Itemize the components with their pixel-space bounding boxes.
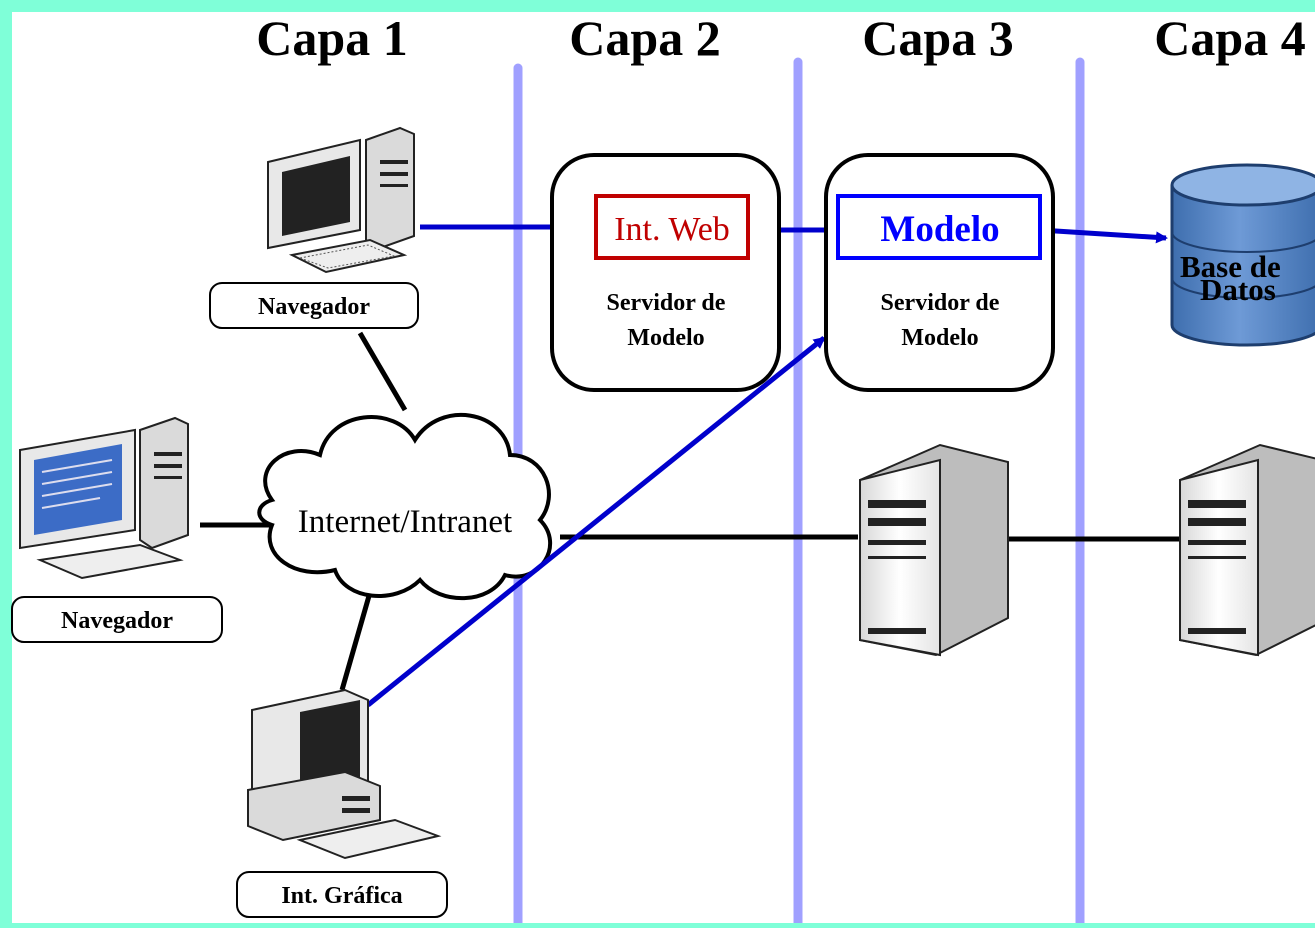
- web-interface-label: Int. Web: [614, 211, 730, 248]
- server-tower-icon: [859, 443, 1009, 657]
- database-label-line1: Base de: [1180, 249, 1281, 284]
- database-label-line2: Datos: [1200, 272, 1276, 307]
- desktop-computer-icon: [247, 688, 442, 860]
- layer-title-4: Capa 4: [1154, 10, 1305, 66]
- layer-title-1: Capa 1: [256, 10, 407, 66]
- web-interface-box: [594, 194, 750, 260]
- web-server-label-line2: Modelo: [627, 325, 704, 351]
- model-box: [836, 194, 1042, 260]
- internet-cloud: Internet/Intranet: [257, 413, 553, 601]
- web-server-label-line1: Servidor de: [607, 290, 726, 316]
- arrow-model-to-database: [1039, 227, 1168, 244]
- layer-title-2: Capa 2: [569, 10, 720, 66]
- gui-label-box: [236, 871, 448, 918]
- link-browser-top-cloud: [357, 331, 408, 412]
- layer-title-3: Capa 3: [862, 10, 1013, 66]
- browser-top-label: Navegador: [258, 294, 370, 320]
- arrow-gui-to-model: [366, 336, 826, 707]
- browser-top-label-box: [209, 282, 419, 329]
- browser-left-label-box: [11, 596, 223, 643]
- model-server-label-line1: Servidor de: [881, 290, 1000, 316]
- web-server-box: Int. Web Servidor de Modelo: [550, 153, 781, 392]
- model-label: Modelo: [880, 209, 999, 250]
- desktop-computer-icon: [267, 126, 415, 274]
- model-server-box: Modelo Servidor de Modelo: [824, 153, 1055, 392]
- desktop-computer-icon: [19, 416, 189, 580]
- database-icon: Base de Datos: [1170, 163, 1315, 347]
- network-label: Internet/Intranet: [298, 504, 512, 540]
- server-tower-icon: [1179, 443, 1315, 657]
- model-server-label-line2: Modelo: [901, 325, 978, 351]
- gui-label: Int. Gráfica: [281, 883, 402, 909]
- network-links: [200, 331, 1182, 691]
- browser-left-label: Navegador: [61, 608, 173, 634]
